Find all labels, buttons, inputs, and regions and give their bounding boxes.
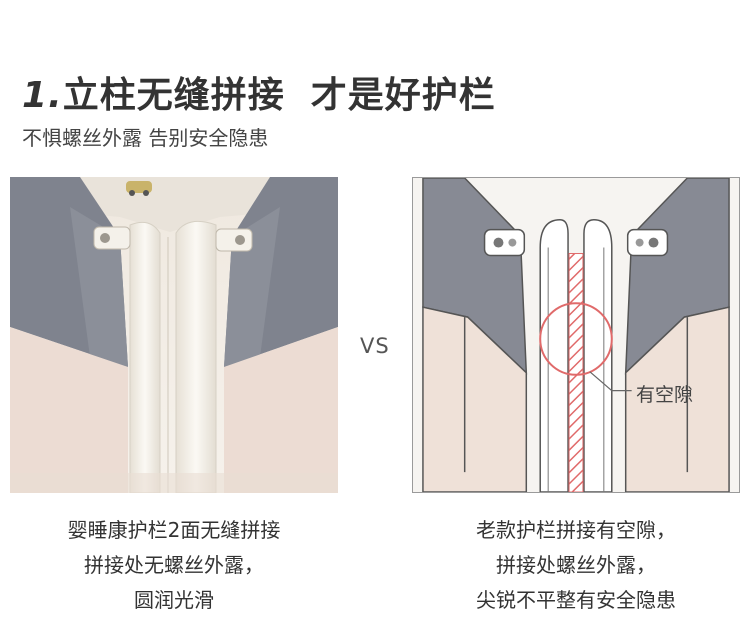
right-caption-line-3: 尖锐不平整有安全隐患 (476, 588, 676, 612)
page-title: 1.立柱无缝拼接才是好护栏 (22, 66, 496, 118)
old-style-illustration (412, 177, 740, 493)
left-caption-line-3: 圆润光滑 (134, 588, 214, 612)
left-caption-line-2: 拼接处无螺丝外露， (84, 553, 264, 577)
seamless-joint-illustration (10, 177, 338, 493)
vs-label: VS (360, 334, 390, 358)
left-caption: 婴睡康护栏2面无缝拼接 拼接处无螺丝外露， 圆润光滑 (10, 513, 338, 618)
right-caption: 老款护栏拼接有空隙， 拼接处螺丝外露， 尖锐不平整有安全隐患 (412, 513, 740, 618)
title-number: 1. (22, 75, 63, 116)
gap-callout-label: 有空隙 (636, 384, 694, 406)
page-subtitle: 不惧螺丝外露 告别安全隐患 (22, 126, 269, 150)
right-caption-line-2: 拼接处螺丝外露， (496, 553, 656, 577)
right-caption-line-1: 老款护栏拼接有空隙， (476, 518, 676, 542)
title-part-1: 立柱无缝拼接 (62, 75, 285, 116)
product-photo-seamless (10, 177, 338, 493)
gap-joint-illustration (413, 178, 739, 492)
left-caption-line-1: 婴睡康护栏2面无缝拼接 (67, 518, 281, 542)
title-part-2: 才是好护栏 (310, 75, 496, 116)
